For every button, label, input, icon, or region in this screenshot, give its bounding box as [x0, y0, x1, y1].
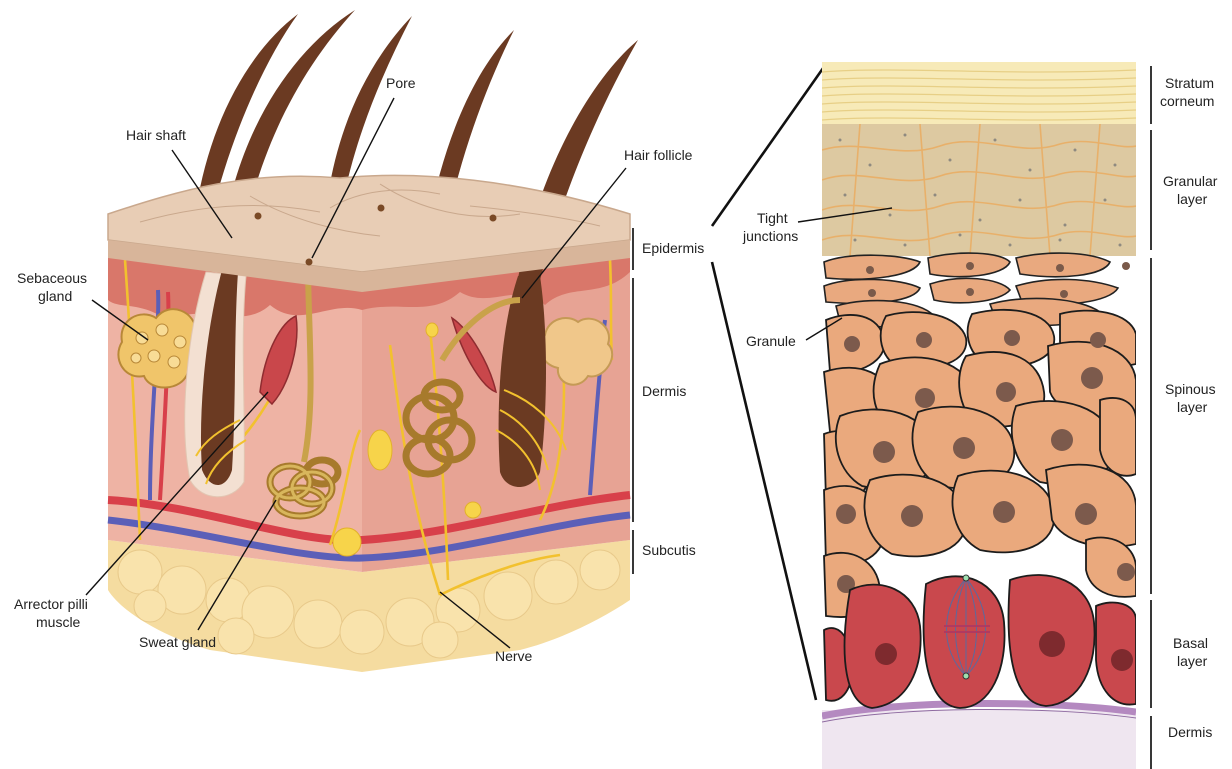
label-nerve: Nerve — [495, 648, 533, 664]
label-stratum-corneum-line2: corneum — [1160, 93, 1214, 109]
label-basal-layer-line2: layer — [1177, 653, 1208, 669]
skin-block — [108, 10, 638, 672]
label-granule: Granule — [746, 333, 796, 349]
epidermis-stack — [822, 62, 1136, 769]
label-sweat-gland: Sweat gland — [139, 634, 216, 650]
label-arrector-pili-line2: muscle — [36, 614, 81, 630]
label-epidermis: Epidermis — [642, 240, 704, 256]
label-granular-layer-line1: Granular — [1163, 173, 1218, 189]
label-spinous-layer-line1: Spinous — [1165, 381, 1216, 397]
label-stratum-corneum-line1: Stratum — [1165, 75, 1214, 91]
label-dermis: Dermis — [642, 383, 686, 399]
label-basal-layer-line1: Basal — [1173, 635, 1208, 651]
label-sebaceous-gland-line2: gland — [38, 288, 72, 304]
label-sebaceous-gland-line1: Sebaceous — [17, 270, 87, 286]
label-subcutis: Subcutis — [642, 542, 696, 558]
label-granular-layer-line2: layer — [1177, 191, 1208, 207]
dermis-strip — [822, 710, 1136, 769]
zoom-lines — [712, 64, 826, 700]
label-spinous-layer-line2: layer — [1177, 399, 1208, 415]
label-arrector-pili-line1: Arrector pilli — [14, 596, 88, 612]
label-hair-shaft: Hair shaft — [126, 127, 186, 143]
label-pore: Pore — [386, 75, 416, 91]
label-hair-follicle: Hair follicle — [624, 147, 693, 163]
label-tight-junctions-line1: Tight — [757, 210, 788, 226]
label-dermis-strip: Dermis — [1168, 724, 1212, 740]
label-tight-junctions-line2: junctions — [742, 228, 798, 244]
